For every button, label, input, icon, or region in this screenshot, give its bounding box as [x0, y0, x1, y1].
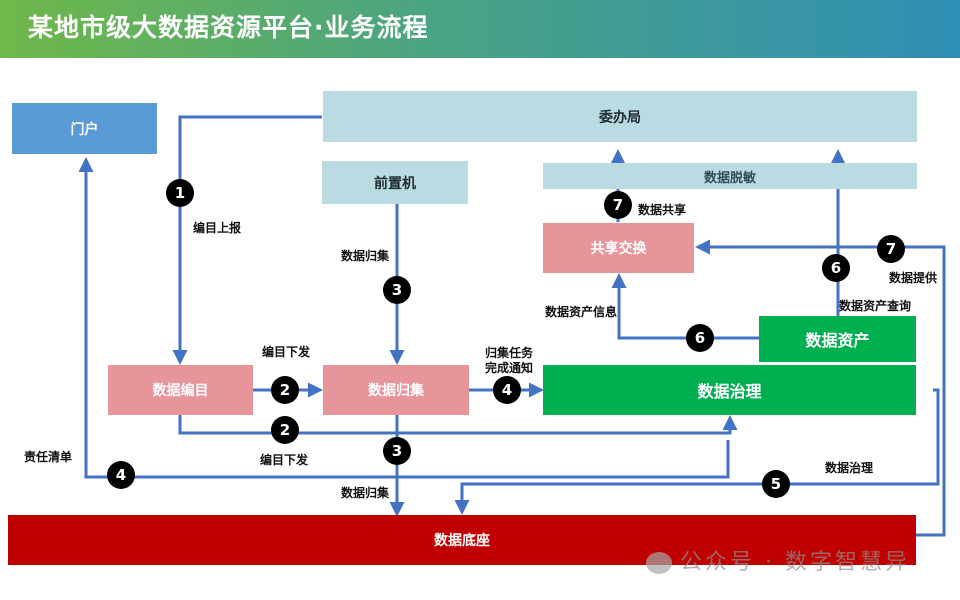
- step-circle: [383, 276, 411, 304]
- wechat-icon: [646, 552, 672, 574]
- flow-governance-loop: [454, 388, 940, 515]
- page-title: 某地市级大数据资源平台·业务流程: [28, 13, 429, 42]
- flow-commission-to-catalog: [172, 115, 322, 365]
- front-machine-box: 前置机: [322, 161, 468, 204]
- collect-bottom-label: 数据归集: [341, 486, 390, 500]
- step-number: 6: [695, 329, 705, 347]
- flow-to-portal: [78, 157, 730, 479]
- step-number: 3: [392, 442, 402, 460]
- step-circle: [271, 416, 299, 444]
- catalog-report-label: 编目上报: [193, 221, 242, 235]
- flow-base-to-share: [695, 239, 946, 537]
- step-circle: [604, 191, 632, 219]
- step-number: 2: [280, 381, 290, 399]
- step-number: 7: [613, 196, 623, 214]
- watermark-text: 公众号 · 数字智慧异: [680, 550, 910, 575]
- data-governance-box: 数据治理: [543, 365, 916, 415]
- step-circle: [383, 437, 411, 465]
- step-number: 1: [175, 184, 185, 202]
- step-circle: [166, 179, 194, 207]
- asset-query-label: 数据资产查询: [839, 299, 912, 313]
- issue-bottom-label: 编目下发: [260, 453, 309, 467]
- step-circle: [107, 461, 135, 489]
- data-base-box: 数据底座: [8, 515, 916, 565]
- step-number: 4: [502, 381, 512, 399]
- step-number: 7: [886, 240, 896, 258]
- flow-assets-to-share: [611, 273, 759, 340]
- collect-done-label-1: 归集任务: [485, 346, 534, 360]
- step-number: 6: [831, 259, 841, 277]
- step-number: 3: [392, 281, 402, 299]
- share-label: 数据共享: [638, 203, 687, 217]
- data-catalog-box: 数据编目: [108, 365, 253, 415]
- commission-box: 委办局: [323, 91, 917, 142]
- watermark: 公众号 · 数字智慧异: [646, 544, 910, 576]
- step-markers: 1 2 2 3 3 4 4 5 6 6 7 7: [107, 179, 905, 498]
- desensitize-box: 数据脱敏: [543, 163, 917, 189]
- portal-box: 门户: [12, 103, 157, 154]
- step-circle: [271, 376, 299, 404]
- step-circle: [822, 254, 850, 282]
- data-collect-box: 数据归集: [323, 365, 469, 415]
- collect-top-label: 数据归集: [341, 249, 390, 263]
- flow-catalog-to-governance: [178, 415, 738, 435]
- step-circle: [877, 235, 905, 263]
- responsibility-label: 责任清单: [24, 450, 73, 464]
- issue-top-label: 编目下发: [262, 345, 311, 359]
- provide-label: 数据提供: [889, 271, 938, 285]
- step-number: 2: [280, 421, 290, 439]
- share-exchange-box: 共享交换: [543, 223, 694, 273]
- step-circle: [762, 470, 790, 498]
- step-circle: [493, 376, 521, 404]
- title-bar: 某地市级大数据资源平台·业务流程: [0, 0, 960, 58]
- step-circle: [686, 324, 714, 352]
- step-number: 5: [771, 475, 781, 493]
- governance-label: 数据治理: [825, 461, 874, 475]
- collect-done-label-2: 完成通知: [485, 361, 534, 375]
- step-number: 4: [116, 466, 126, 484]
- asset-info-label: 数据资产信息: [545, 305, 618, 319]
- data-assets-box: 数据资产: [759, 316, 916, 362]
